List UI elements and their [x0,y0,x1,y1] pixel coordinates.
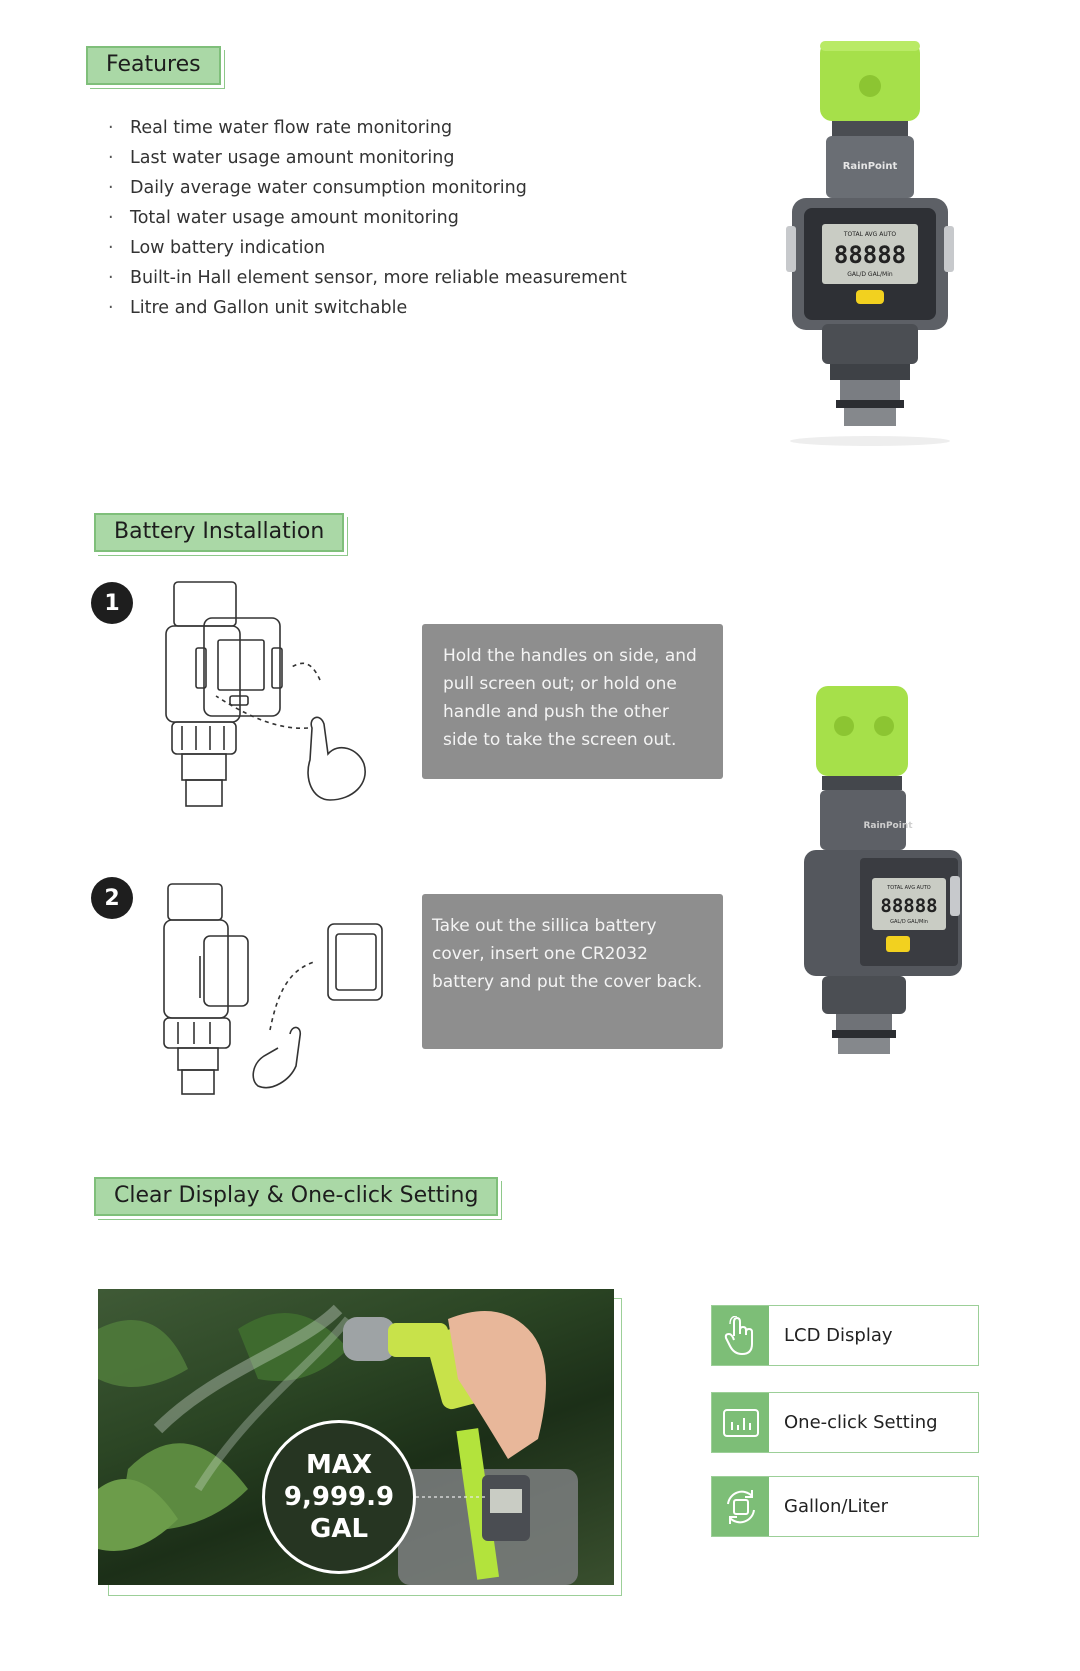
feature-item: Built-in Hall element sensor, more relia… [108,263,627,293]
max-capacity-badge: MAX 9,999.9 GAL [262,1420,416,1574]
bar-display-icon [712,1393,769,1452]
feature-item: Daily average water consumption monitori… [108,173,627,203]
lcd-units: GAL/D GAL/Min [890,919,928,925]
max-unit: GAL [309,1514,369,1544]
lcd-units: GAL/D GAL/Min [847,271,893,278]
features-title: Features [86,46,221,85]
battery-installation-title: Battery Installation [94,513,345,552]
step-instruction-text: Hold the handles on side, and pull scree… [443,646,697,750]
clear-display-title: Clear Display & One-click Setting [94,1177,499,1216]
feature-card-one-click-setting: One-click Setting [711,1392,979,1453]
feature-card-gallon-liter: Gallon/Liter [711,1476,979,1537]
lcd-digits: 88888 [880,895,937,917]
step-1-illustration [165,581,366,807]
feature-card-label: One-click Setting [784,1412,938,1433]
brand-label: RainPoint [843,161,898,172]
garden-hose-photo: MAX 9,999.9 GAL [98,1289,614,1585]
feature-item: Litre and Gallon unit switchable [108,293,627,323]
feature-card-label: Gallon/Liter [784,1496,889,1517]
water-meter-opened-image: RainPoint TOTAL AVG AUTO 88888 GAL/D GAL… [804,686,962,1054]
garden-scene-illustration [98,1304,578,1585]
lcd-header: TOTAL AVG AUTO [843,231,896,238]
feature-item: Real time water flow rate monitoring [108,113,627,143]
feature-card-lcd-display: LCD Display [711,1305,979,1366]
features-list: Real time water flow rate monitoring Las… [108,113,627,323]
lcd-digits: 88888 [834,241,906,269]
feature-item: Last water usage amount monitoring [108,143,627,173]
feature-item: Total water usage amount monitoring [108,203,627,233]
step-number-badge: 1 [91,582,133,624]
water-meter-product-image: RainPoint TOTAL AVG AUTO 88888 GAL/D GAL… [786,41,954,446]
touch-hand-icon [712,1306,769,1365]
feature-card-label: LCD Display [784,1325,893,1346]
max-label: MAX [305,1450,373,1480]
lcd-header: TOTAL AVG AUTO [886,885,931,891]
switch-unit-icon [712,1477,769,1536]
step-instruction-text: Take out the sillica battery cover, inse… [432,916,703,992]
step-number-badge: 2 [91,877,133,919]
step-2-illustration [163,883,383,1095]
feature-item: Low battery indication [108,233,627,263]
step-instruction-box: Hold the handles on side, and pull scree… [422,624,723,779]
brand-label: RainPoint [863,821,913,831]
max-value: 9,999.9 [283,1482,395,1512]
step-instruction-box: Take out the sillica battery cover, inse… [422,894,723,1049]
